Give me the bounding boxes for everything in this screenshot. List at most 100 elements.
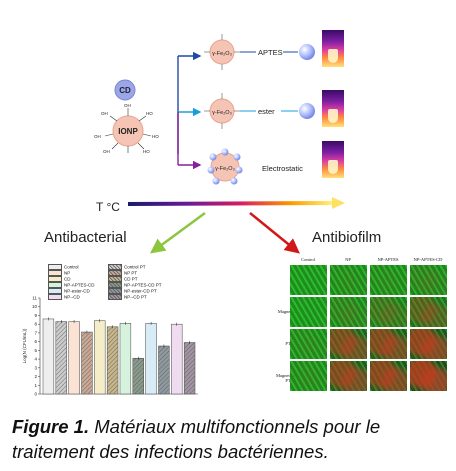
biofilm-column-label: NP-APTES xyxy=(377,257,399,262)
legend-swatch xyxy=(108,293,122,300)
legend-swatch xyxy=(48,263,62,270)
biofilm-micrograph xyxy=(370,361,407,391)
legend-label: Control PT xyxy=(124,264,146,270)
legend-label: NP--CD PT xyxy=(124,294,147,300)
antibiofilm-label: Antibiofilm xyxy=(312,229,381,246)
biofilm-column-label: NP xyxy=(345,257,351,262)
svg-text:γ-Fe₂O₃: γ-Fe₂O₃ xyxy=(212,51,232,57)
svg-text:γ-Fe₂O₃: γ-Fe₂O₃ xyxy=(215,166,235,172)
svg-text:OH: OH xyxy=(94,134,101,139)
bar xyxy=(145,323,157,395)
biofilm-micrograph xyxy=(330,297,367,327)
y-tick-label: 0 xyxy=(34,392,37,397)
antibacterial-label: Antibacterial xyxy=(44,229,127,246)
y-tick-label: 10 xyxy=(32,304,38,309)
temperature-gradient-bar xyxy=(128,201,332,206)
biofilm-micrograph xyxy=(330,329,367,359)
legend-label: NP xyxy=(64,270,71,276)
route-electrostatic-label: Electrostatic xyxy=(262,164,303,173)
biofilm-micrograph xyxy=(290,297,327,327)
y-tick-label: 6 xyxy=(34,339,37,344)
figure-caption-text: Matériaux multifonctionnels pour le trai… xyxy=(12,416,381,462)
route-aptes-label: APTES xyxy=(258,48,283,57)
bar-hatch xyxy=(81,332,93,394)
svg-text:HO: HO xyxy=(152,134,159,139)
bar xyxy=(94,320,106,395)
biofilm-micrograph xyxy=(290,265,327,295)
thermal-image-aptes xyxy=(322,30,344,67)
biofilm-micrograph xyxy=(370,265,407,295)
y-tick-label: 9 xyxy=(34,313,37,318)
biofilm-micrograph xyxy=(330,361,367,391)
biofilm-micrograph xyxy=(290,329,327,359)
temperature-label: T °C xyxy=(96,200,120,214)
y-tick-label: 3 xyxy=(34,365,37,370)
biofilm-row-label: Magnetism + PT xyxy=(276,373,300,383)
legend-label: CD PT xyxy=(124,276,138,282)
svg-text:OH: OH xyxy=(103,149,110,154)
cd-bubble xyxy=(114,79,136,101)
particle-electrostatic: γ-Fe₂O₃ xyxy=(207,148,243,185)
legend-entry: CD PT xyxy=(108,270,138,288)
route-ester-label: ester xyxy=(258,107,275,116)
legend-entry: NP-APTES-CD PT xyxy=(108,276,162,294)
legend-swatch xyxy=(108,263,122,270)
legend-label: NP-APTES-CD PT xyxy=(124,282,162,288)
legend-swatch xyxy=(48,269,62,276)
biofilm-micrograph xyxy=(290,361,327,391)
bar-hatch xyxy=(184,342,195,394)
legend-swatch xyxy=(48,275,62,282)
y-tick-label: 8 xyxy=(34,322,37,327)
legend-entry: Control xyxy=(48,258,79,276)
legend-entry: Control PT xyxy=(108,258,146,276)
legend-label: NP-APTES-CD xyxy=(64,282,95,288)
legend-label: Control xyxy=(64,264,79,270)
y-axis-label: Log(N (CFU/mL)) xyxy=(22,328,27,363)
ionp-label: IONP xyxy=(118,127,138,136)
bar-hatch xyxy=(55,321,67,394)
legend-swatch xyxy=(108,287,122,294)
svg-text:HO: HO xyxy=(146,111,153,116)
biofilm-micrograph xyxy=(330,265,367,295)
legend-entry: NP-ester-CD xyxy=(48,282,90,300)
y-tick-label: 4 xyxy=(34,357,37,362)
biofilm-micrograph xyxy=(410,297,447,327)
biofilm-micrograph xyxy=(410,265,447,295)
legend-swatch xyxy=(48,293,62,300)
biofilm-micrograph xyxy=(370,297,407,327)
legend-entry: NP PT xyxy=(108,264,137,282)
cd-sphere-2 xyxy=(299,103,315,119)
y-tick-label: 7 xyxy=(34,330,37,335)
legend-label: NP-ester-CD PT xyxy=(124,288,157,294)
figure-caption: Figure 1. Matériaux multifonctionnels po… xyxy=(12,414,452,464)
bar xyxy=(68,321,80,395)
antibiofilm-arrow xyxy=(249,212,300,254)
svg-text:OH: OH xyxy=(124,103,131,108)
particle-ester: γ-Fe₂O₃ xyxy=(204,93,240,129)
biofilm-row-label: PT xyxy=(285,341,291,346)
cd-label: CD xyxy=(119,86,131,95)
biofilm-column-label: Control xyxy=(301,257,315,262)
legend-entry: NP xyxy=(48,264,70,282)
bar-hatch xyxy=(132,358,144,394)
biofilm-row-label: Magnetism xyxy=(277,309,299,314)
svg-text:OH: OH xyxy=(101,111,108,116)
legend-swatch xyxy=(108,281,122,288)
bar xyxy=(171,323,183,395)
y-tick-label: 1 xyxy=(34,383,37,388)
bar-hatch xyxy=(107,326,118,394)
legend-label: CD xyxy=(64,276,71,282)
legend-swatch xyxy=(48,281,62,288)
legend-entry: NP--CD PT xyxy=(108,288,147,306)
y-tick-label: 5 xyxy=(34,348,37,353)
bar xyxy=(119,323,132,395)
biofilm-micrograph xyxy=(410,361,447,391)
bar-hatch xyxy=(158,346,170,394)
antibacterial-arrow xyxy=(149,211,206,254)
biofilm-column-label: NP-APTES-CD xyxy=(413,257,443,262)
synthesis-scheme: CD IONP OH OH HO OH HO OH HO γ-Fe₂O₃ APT… xyxy=(44,34,381,254)
